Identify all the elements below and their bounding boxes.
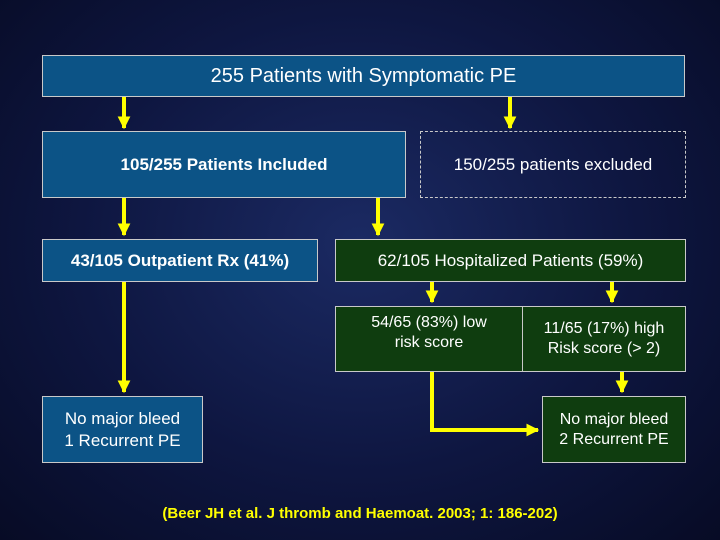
total-patients-label: 255 Patients with Symptomatic PE xyxy=(210,64,517,87)
hospital-outcome-box: No major bleed 2 Recurrent PE xyxy=(542,396,686,463)
outpatient-outcome-label: No major bleed 1 Recurrent PE xyxy=(64,409,181,450)
included-label: 105/255 Patients Included xyxy=(120,154,328,174)
low-risk-box: 54/65 (83%) low risk score xyxy=(335,306,523,372)
hospitalized-label: 62/105 Hospitalized Patients (59%) xyxy=(377,250,644,270)
total-patients-box: 255 Patients with Symptomatic PE xyxy=(42,55,685,97)
excluded-box: 150/255 patients excluded xyxy=(420,131,686,198)
high-risk-label: 11/65 (17%) high Risk score (> 2) xyxy=(543,320,665,357)
outpatient-outcome-box: No major bleed 1 Recurrent PE xyxy=(42,396,203,463)
excluded-label: 150/255 patients excluded xyxy=(453,154,653,174)
outpatient-label: 43/105 Outpatient Rx (41%) xyxy=(70,250,290,270)
hospitalized-box: 62/105 Hospitalized Patients (59%) xyxy=(335,239,686,282)
high-risk-box: 11/65 (17%) high Risk score (> 2) xyxy=(522,306,686,372)
citation: (Beer JH et al. J thromb and Haemoat. 20… xyxy=(162,505,558,522)
included-box: 105/255 Patients Included xyxy=(42,131,406,198)
low-risk-label: 54/65 (83%) low risk score xyxy=(371,314,487,351)
arrow-low-risk-to-outcome xyxy=(430,372,540,437)
hospital-outcome-label: No major bleed 2 Recurrent PE xyxy=(559,410,669,448)
outpatient-box: 43/105 Outpatient Rx (41%) xyxy=(42,239,318,282)
